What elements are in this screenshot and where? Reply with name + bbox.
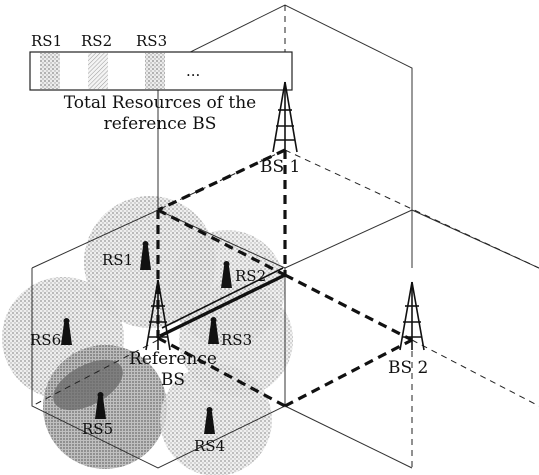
bs2-tower-icon bbox=[399, 281, 425, 351]
resource-caption-line2: reference BS bbox=[104, 114, 217, 134]
rs4-label: RS4 bbox=[194, 437, 225, 455]
resource-bar: RS1 RS2 RS3 ... Total Resources of the r… bbox=[29, 32, 293, 134]
reference-bs-label-line2: BS bbox=[161, 370, 185, 390]
relay-link bbox=[159, 267, 286, 338]
reference-bs-label-line1: Reference bbox=[129, 349, 217, 369]
resource-caption-line1: Total Resources of the bbox=[64, 93, 256, 113]
resource-ellipsis: ... bbox=[186, 62, 200, 80]
rs5-dark-sector bbox=[53, 359, 123, 411]
rs6-label: RS6 bbox=[30, 331, 61, 349]
rs1-resource-block bbox=[40, 53, 60, 89]
bs2-label: BS 2 bbox=[388, 358, 428, 378]
rs2-icon bbox=[221, 261, 232, 288]
rs4-icon bbox=[204, 407, 215, 434]
reference-bs-tower-icon bbox=[145, 279, 171, 351]
rs2-label: RS2 bbox=[235, 267, 266, 285]
rs1-icon bbox=[140, 241, 151, 270]
resource-label-rs1: RS1 bbox=[31, 32, 62, 50]
rs3-resource-block bbox=[145, 53, 165, 89]
resource-label-rs2: RS2 bbox=[81, 32, 112, 50]
rs1-label: RS1 bbox=[102, 251, 133, 269]
rs6-icon bbox=[61, 318, 72, 345]
rs3-label: RS3 bbox=[221, 331, 252, 349]
rs5-label: RS5 bbox=[82, 420, 113, 438]
rs3-icon bbox=[208, 317, 219, 344]
bs1-label: BS 1 bbox=[260, 157, 300, 177]
rs2-resource-block bbox=[88, 53, 108, 89]
resource-label-rs3: RS3 bbox=[136, 32, 167, 50]
rs5-icon bbox=[95, 392, 106, 419]
rs4-coverage bbox=[160, 364, 272, 475]
bs1-tower-icon bbox=[272, 81, 298, 153]
